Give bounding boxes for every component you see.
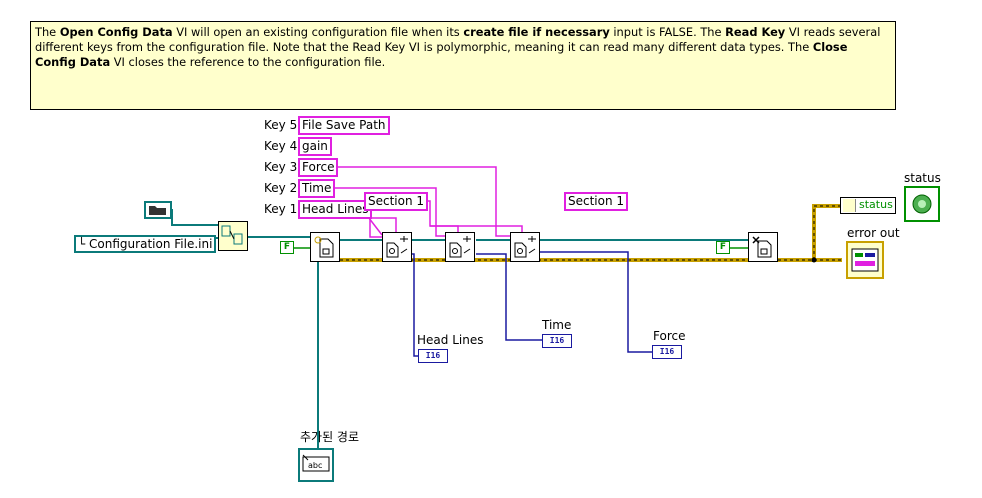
- force-label: Force: [653, 329, 686, 343]
- open-config-icon: [314, 236, 334, 258]
- read-key-node-3[interactable]: [510, 232, 540, 262]
- build-path-icon: [221, 225, 243, 245]
- key4-constant[interactable]: gain: [298, 137, 332, 156]
- false-constant-open[interactable]: F: [280, 241, 294, 254]
- build-path-node[interactable]: [218, 221, 248, 251]
- section-constant-1[interactable]: Section 1: [364, 192, 429, 211]
- section-constant-2[interactable]: Section 1: [564, 192, 629, 211]
- error-cluster-icon: [851, 248, 879, 272]
- head-lines-label: Head Lines: [417, 333, 484, 347]
- appended-path-indicator[interactable]: abc: [298, 448, 334, 482]
- status-label: status: [904, 171, 941, 185]
- read-key-icon: [449, 236, 471, 258]
- integer-wires: [412, 251, 652, 357]
- string-wires: [332, 166, 523, 238]
- path-indicator-icon: abc: [302, 454, 330, 472]
- close-config-data-node[interactable]: [748, 232, 778, 262]
- false-constant-close[interactable]: F: [716, 241, 730, 254]
- key1-label: Key 1: [264, 202, 298, 216]
- key4-label: Key 4: [264, 139, 298, 153]
- time-indicator[interactable]: I16: [542, 334, 572, 348]
- key2-constant[interactable]: Time: [298, 179, 336, 198]
- error-out-indicator[interactable]: [846, 241, 884, 279]
- force-indicator[interactable]: I16: [652, 345, 682, 359]
- open-config-data-node[interactable]: [310, 232, 340, 262]
- key5-label: Key 5: [264, 118, 298, 132]
- diagram-comment: The Open Config Data VI will open an exi…: [30, 21, 896, 110]
- key1-constant[interactable]: Head Lines: [298, 200, 373, 219]
- unbundle-by-name[interactable]: status: [840, 197, 896, 214]
- key5-constant[interactable]: File Save Path: [298, 116, 390, 135]
- head-lines-indicator[interactable]: I16: [418, 349, 448, 363]
- read-key-icon: [514, 236, 536, 258]
- default-directory-icon[interactable]: [144, 201, 172, 219]
- key2-label: Key 2: [264, 181, 298, 195]
- status-indicator[interactable]: [904, 186, 940, 222]
- folder-icon: [149, 206, 166, 215]
- read-key-node-2[interactable]: [445, 232, 475, 262]
- read-key-icon: [386, 236, 408, 258]
- time-label: Time: [542, 318, 572, 332]
- boolean-led-icon: [912, 194, 932, 214]
- error-out-label: error out: [847, 226, 900, 240]
- key3-constant[interactable]: Force: [298, 158, 339, 177]
- key3-label: Key 3: [264, 160, 298, 174]
- unbundle-status-element: status: [859, 198, 893, 211]
- read-key-node-1[interactable]: [382, 232, 412, 262]
- appended-path-label: 추가된 경로: [300, 430, 360, 444]
- close-config-icon: [752, 236, 772, 258]
- path-constant[interactable]: └ Configuration File.ini: [74, 235, 217, 253]
- unbundle-icon: [843, 199, 856, 212]
- svg-text:abc: abc: [308, 461, 322, 470]
